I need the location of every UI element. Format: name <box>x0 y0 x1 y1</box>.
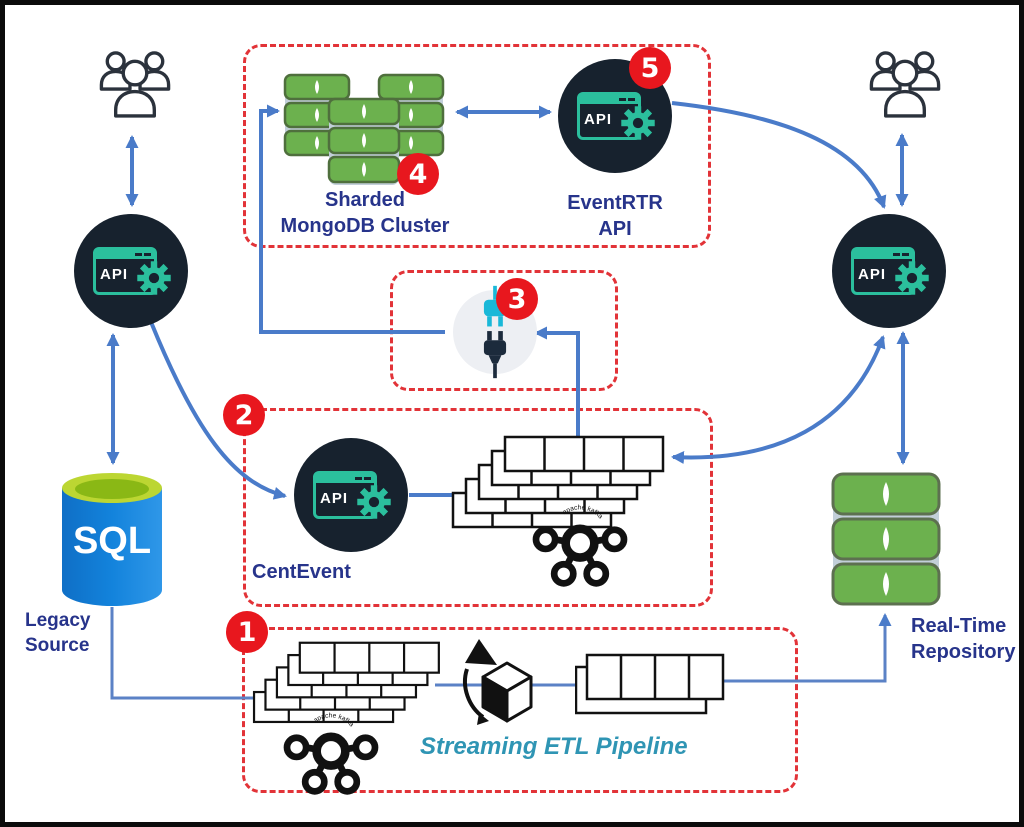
api-window-bar <box>580 95 638 104</box>
step-box-1 <box>242 627 798 793</box>
step-box-2 <box>243 408 713 607</box>
centevent-label: CentEvent <box>252 559 392 585</box>
sql-database-icon <box>62 473 162 606</box>
arrow-eventrtr-api-right <box>671 101 887 209</box>
gear-icon <box>895 261 929 295</box>
legacy-line2: Source <box>25 634 90 656</box>
realtime-line1: Real-Time <box>911 615 1007 637</box>
api-label: API <box>100 266 129 283</box>
arrow-etl-repo <box>719 613 892 683</box>
gear-icon <box>357 485 391 519</box>
arrow-plug-mongo-cluster <box>259 104 445 334</box>
step-badge-5: 5 <box>629 47 671 89</box>
connector-arrows-layer <box>106 101 910 700</box>
queue-row-icon <box>575 653 725 715</box>
legacy-source-label: Legacy Source <box>25 609 115 658</box>
kafka-icon: apache kafka <box>283 712 379 795</box>
sharded-cluster-line2: MongoDB Cluster <box>280 215 450 237</box>
kafka-arc-text: apache kafka <box>312 712 355 728</box>
step-number: 4 <box>408 158 428 190</box>
realtime-line2: Repository <box>911 641 1016 663</box>
api-label: API <box>320 490 349 507</box>
api-window-gear-icon: API <box>851 247 929 295</box>
centevent-text: CentEvent <box>252 561 351 583</box>
api-window-gear-icon: API <box>313 471 391 519</box>
step-badge-4: 4 <box>397 153 439 195</box>
cube-transform-icon <box>463 639 533 725</box>
api-window-gear-icon: API <box>577 92 655 140</box>
step-box-4-5 <box>243 44 711 248</box>
api-window-bar <box>316 474 374 483</box>
api-label: API <box>858 266 887 283</box>
eventrtr-label: EventRTR API <box>545 190 685 242</box>
kafka-arc-text: apache kafka <box>561 504 604 520</box>
step-badge-2: 2 <box>223 394 265 436</box>
legacy-line1: Legacy <box>25 610 91 631</box>
sharded-cluster-line1: Sharded <box>324 189 406 211</box>
step-number: 2 <box>234 399 254 431</box>
streaming-etl-label: Streaming ETL Pipeline <box>420 733 688 760</box>
api-window-bar <box>96 250 154 259</box>
api-centevent: API <box>294 438 408 552</box>
gear-icon <box>621 106 655 140</box>
queue-stack-icon <box>252 641 440 724</box>
api-window-bar <box>854 250 912 259</box>
users-icon <box>99 51 171 118</box>
api-gateway-left: API <box>74 214 188 328</box>
api-label: API <box>584 111 613 128</box>
step-badge-1: 1 <box>226 611 268 653</box>
users-icon <box>869 51 941 118</box>
queue-stack-icon <box>451 435 665 529</box>
arrow-api-right-queue <box>671 335 886 465</box>
step-badge-3: 3 <box>496 278 538 320</box>
sharded-database-icon <box>283 73 445 185</box>
line-sql-queue1 <box>110 607 257 700</box>
step-number: 5 <box>640 52 660 84</box>
arrow-queue-plug <box>534 326 580 443</box>
api-gateway-right: API <box>832 214 946 328</box>
api-window-gear-icon: API <box>93 247 171 295</box>
gear-icon <box>137 261 171 295</box>
step-number: 3 <box>507 283 527 315</box>
sharded-cluster-label: Sharded MongoDB Cluster <box>255 187 475 239</box>
realtime-repository-label: Real-Time Repository <box>911 613 1019 665</box>
kafka-icon: apache kafka <box>532 504 628 587</box>
arrow-api-left-centevent <box>149 321 287 500</box>
eventrtr-line2: API <box>598 218 632 240</box>
eventrtr-line1: EventRTR <box>567 192 663 214</box>
sql-label: SQL <box>72 520 152 562</box>
database-stack-icon <box>831 472 941 606</box>
step-number: 1 <box>237 616 257 648</box>
